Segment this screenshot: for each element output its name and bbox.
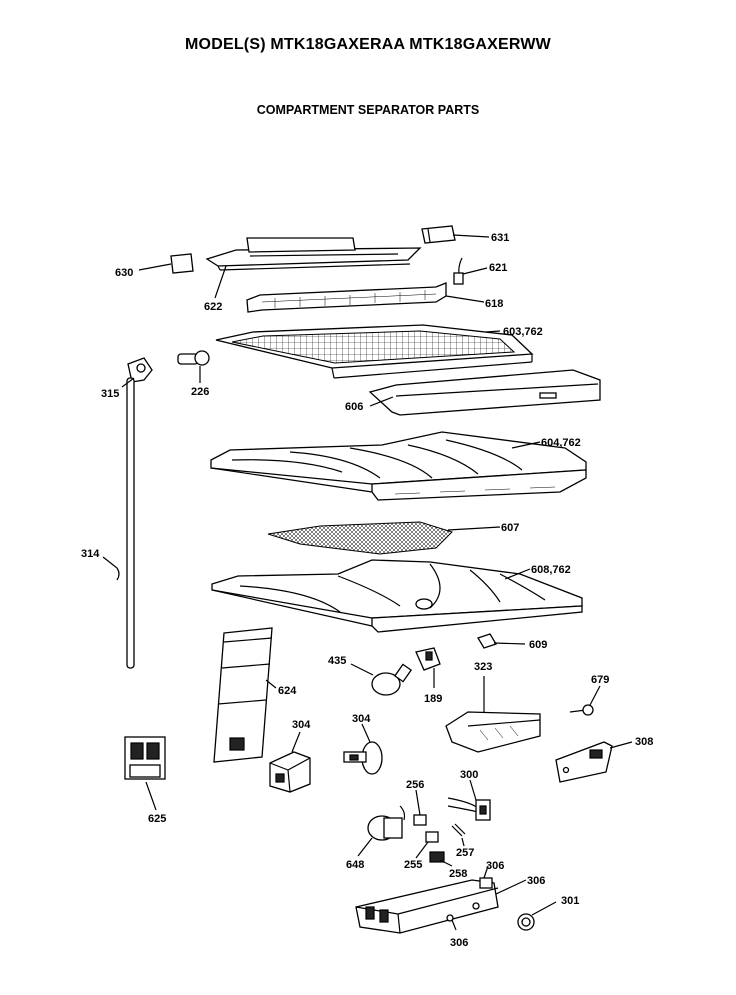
callout-679: 679 [591,674,609,686]
callout-306-right: 306 [527,875,545,887]
part-621-clip [453,257,464,285]
callout-607: 607 [501,522,519,534]
callout-306-top: 306 [486,860,504,872]
callout-435: 435 [328,655,346,667]
part-300-thermostat [447,797,491,821]
callout-300: 300 [460,769,478,781]
callout-226: 226 [191,386,209,398]
part-306-housing [355,877,499,934]
part-648-motor [367,805,406,841]
part-257-component [451,823,466,837]
callout-308: 308 [635,736,653,748]
section-title: COMPARTMENT SEPARATOR PARTS [256,103,480,117]
part-624-duct [213,627,273,763]
callout-603-762: 603,762 [503,326,543,338]
callout-630: 630 [115,267,133,279]
part-679-screw [569,704,594,716]
part-607-insulation [267,521,453,555]
part-631-cover [421,225,456,244]
callout-189: 189 [424,693,442,705]
part-625-switch [124,736,166,780]
part-304-control [343,741,383,775]
part-608-lower-separator [211,559,583,633]
part-258-component [429,851,445,863]
callout-323: 323 [474,661,492,673]
part-603-shelf [215,324,534,379]
part-609-clip [477,633,497,649]
callout-648: 648 [346,859,364,871]
part-308-bracket [555,741,613,783]
callout-624: 624 [278,685,297,697]
callout-315: 315 [101,388,119,400]
leader-lines [102,234,633,931]
callout-labels: 631 630 621 622 618 603,762 315 226 606 … [81,232,653,949]
callout-631: 631 [491,232,509,244]
callout-625: 625 [148,813,166,825]
part-256-component [413,814,427,826]
part-301-knob [517,913,535,931]
part-604-separator [210,431,587,501]
part-630-tab [170,253,194,274]
part-304-terminal-block [269,751,311,793]
callout-609: 609 [529,639,547,651]
callout-621: 621 [489,262,507,274]
part-435-bulb [371,663,413,696]
callout-306-bottom: 306 [450,937,468,949]
callout-304-right: 304 [352,713,371,725]
part-226-fastener [177,350,210,366]
callout-256: 256 [406,779,424,791]
part-622-top-cover [205,237,422,271]
part-323-housing [445,711,541,753]
callout-618: 618 [485,298,503,310]
part-189-socket [415,647,441,671]
callout-606: 606 [345,401,363,413]
callout-255: 255 [404,859,422,871]
part-606-cover [368,369,601,416]
callout-257: 257 [456,847,474,859]
callout-304-left: 304 [292,719,311,731]
callout-622: 622 [204,301,222,313]
callout-301: 301 [561,895,579,907]
callout-314: 314 [81,548,100,560]
callout-608-762: 608,762 [531,564,571,576]
part-618-rail [246,282,447,313]
part-255-component [425,831,439,843]
model-title: MODEL(S) MTK18GAXERAA MTK18GAXERWW [185,36,551,53]
callout-258: 258 [449,868,467,880]
callout-604-762: 604,762 [541,437,581,449]
part-314-rod [116,377,135,669]
